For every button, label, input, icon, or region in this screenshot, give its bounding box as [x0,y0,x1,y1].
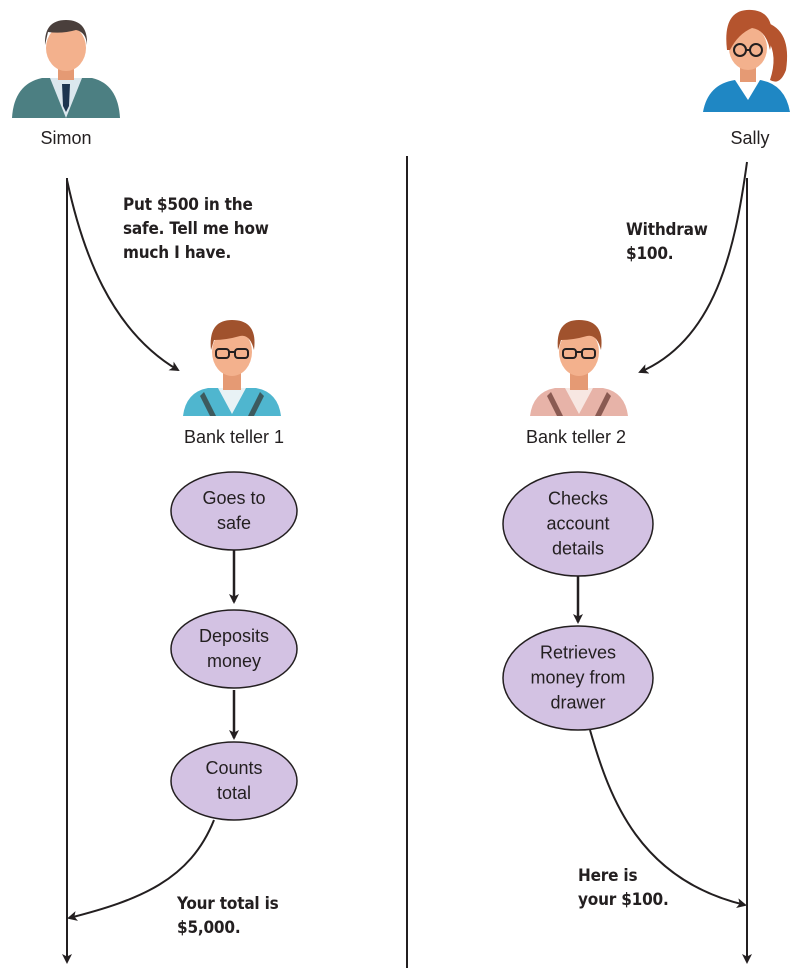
teller2-reply-message: Here is your $100. [578,866,669,910]
simon-request-arrow [66,179,180,372]
teller2-step-node [502,471,654,577]
sally-name-label: Sally [730,128,770,148]
sally-request-arrow [638,161,748,374]
teller1-step-node [170,609,298,689]
teller1-name-label: Bank teller 1 [183,427,285,447]
teller1-step-label-counts-total: Counts total [205,758,263,803]
teller1-step-node [170,471,298,551]
teller2-step-label-checks-account: Checks account details [546,488,610,559]
simon-name-label: Simon [40,128,92,148]
teller2-avatar-icon [530,320,628,416]
teller2-reply-arrow [589,729,747,909]
teller1-reply-arrow [67,819,215,921]
teller1-step-label-deposits-money: Deposits money [198,626,270,671]
simon-request-message: Put $500 in the safe. Tell me how much I… [123,195,269,263]
teller2-name-label: Bank teller 2 [525,427,627,447]
teller1-reply-message: Your total is $5,000. [177,894,279,938]
teller1-step-label-goes-to-safe: Goes to safe [202,488,266,533]
teller2-step-label-retrieves-money: Retrieves money from drawer [530,642,626,713]
teller2-step-node [502,625,654,731]
teller1-step-node [170,741,298,821]
teller1-avatar-icon [183,320,281,416]
simon-avatar-icon [12,20,120,118]
sally-avatar-icon [703,9,790,112]
sally-request-message: Withdraw $100. [626,220,708,264]
